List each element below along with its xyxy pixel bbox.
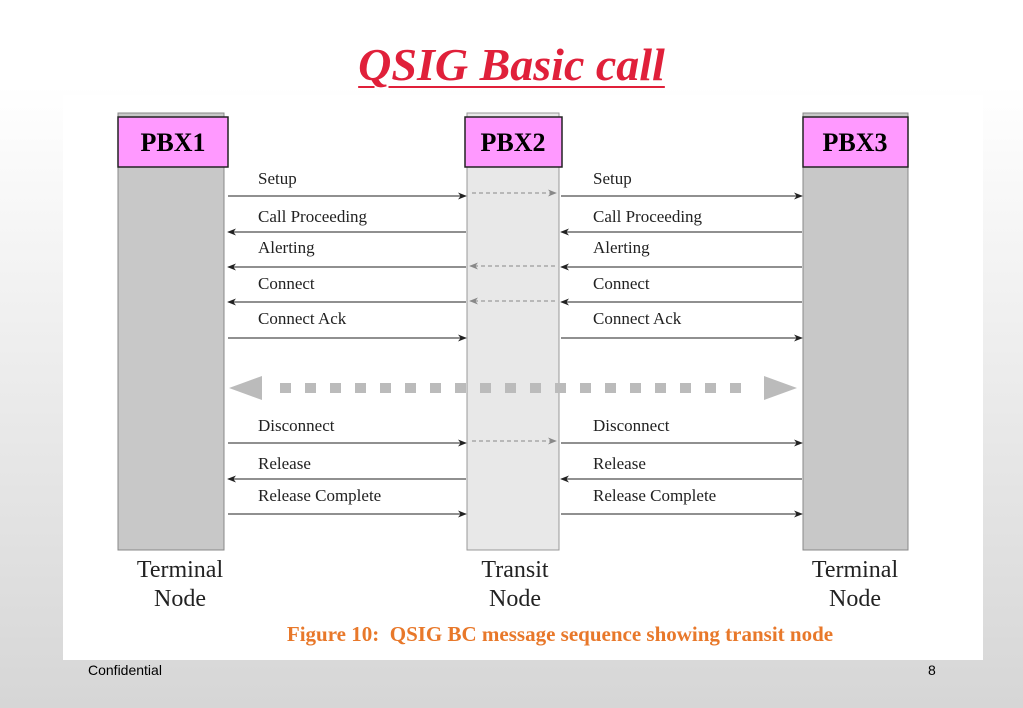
msg-label-right: Release <box>593 454 646 473</box>
pbx2-lifeline <box>466 112 560 551</box>
msg-label-left: Connect Ack <box>258 309 347 328</box>
msg-label-right: Call Proceeding <box>593 207 703 226</box>
msg-label-left: Alerting <box>258 238 315 257</box>
pbx2-node-type: Transit <box>481 557 548 583</box>
msg-label-right: Setup <box>593 169 632 188</box>
msg-label-left: Setup <box>258 169 297 188</box>
pbx3-node-subtitle: Node <box>829 586 881 612</box>
msg-label-left: Call Proceeding <box>258 207 368 226</box>
figure-caption: Figure 10: QSIG BC message sequence show… <box>287 622 833 646</box>
msg-label-right: Disconnect <box>593 416 670 435</box>
pbx1-node-type: Terminal <box>137 557 224 583</box>
msg-label-right: Connect Ack <box>593 309 682 328</box>
pbx1-box <box>117 116 229 168</box>
msg-label-left: Disconnect <box>258 416 335 435</box>
msg-label-left: Release Complete <box>258 486 381 505</box>
pbx2-label: PBX2 <box>481 128 546 157</box>
msg-label-left: Connect <box>258 274 315 293</box>
pbx3-label: PBX3 <box>823 128 888 157</box>
pbx2-node-subtitle: Node <box>489 586 541 612</box>
msg-label-left: Release <box>258 454 311 473</box>
pbx1-node-subtitle: Node <box>154 586 206 612</box>
confidential-footer: Confidential <box>88 662 162 678</box>
pbx2-box <box>464 116 563 168</box>
pbx3-lifeline <box>802 112 909 551</box>
pbx3-node-type: Terminal <box>812 557 899 583</box>
active-call-band <box>229 376 797 400</box>
pbx1-label: PBX1 <box>141 128 206 157</box>
page-number: 8 <box>928 662 936 678</box>
msg-label-right: Connect <box>593 274 650 293</box>
pbx3-box <box>802 116 909 168</box>
pbx1-lifeline <box>117 112 225 551</box>
msg-label-right: Alerting <box>593 238 650 257</box>
msg-label-right: Release Complete <box>593 486 716 505</box>
slide-title: QSIG Basic call <box>358 39 665 90</box>
